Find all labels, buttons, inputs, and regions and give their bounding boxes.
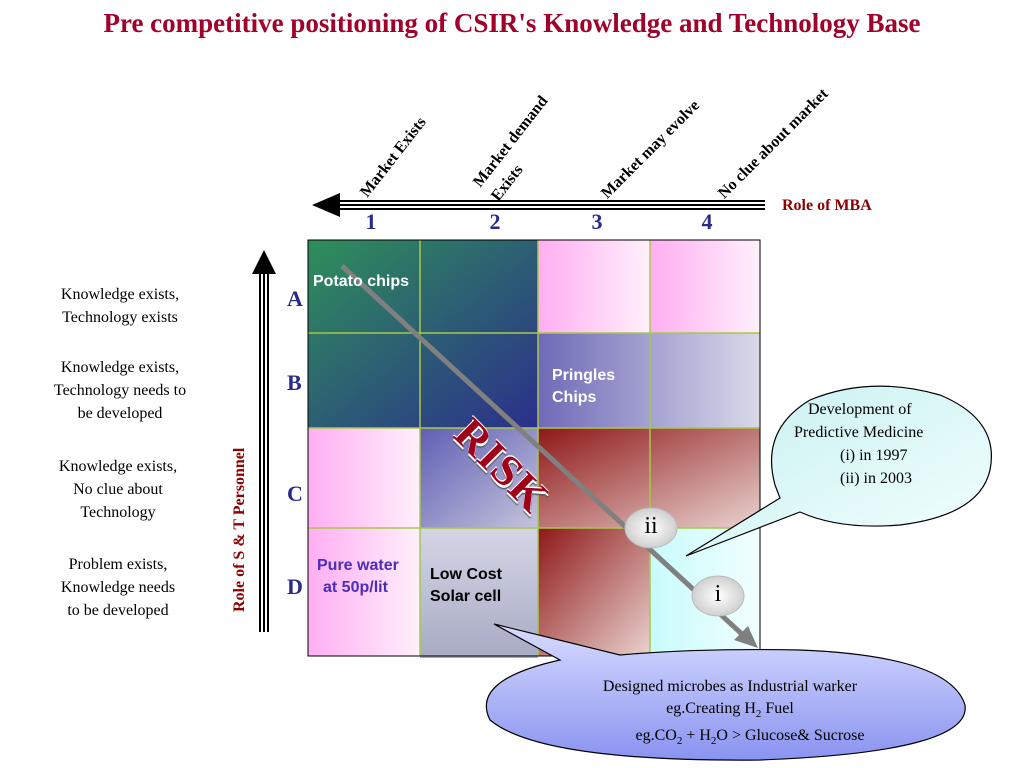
badge-ii: ii [644,513,658,539]
pringles-line-1: Pringles [552,367,616,384]
row-c-line-1: Knowledge exists, [58,458,178,475]
badge-i-shape [691,575,745,617]
row-description-c: Knowledge exists, No clue about Technolo… [18,455,218,524]
grid [307,239,761,658]
row-b-line-1: Knowledge exists, [60,359,180,376]
axis-y-label: Role of S & T Personnel [231,447,248,612]
row-c-line-3: Technology [80,504,156,521]
dev-line-3: (i) in 1997 [840,447,908,464]
row-d-line-2: Knowledge needs [60,579,176,596]
col-number-2: 2 [489,209,501,234]
cell-c2 [420,428,538,528]
microbes-text: Designed microbes as Industrial warker e… [540,676,920,752]
row-letter-c: C [287,481,303,506]
row-d-line-3: to be developed [67,602,169,619]
microbes-line-2-sub: 2 [755,708,762,721]
risk-arrow [340,264,758,648]
cell-a3 [538,240,650,333]
grid-border [307,239,761,657]
badge-ii-shape [624,507,678,549]
dev-line-4: (ii) in 2003 [840,470,912,487]
microbes-line-2-a: eg.Creating H [666,700,756,717]
solar-line-2: Solar cell [430,588,502,605]
solar-line-1: Low Cost [430,566,502,583]
row-description-d: Problem exists, Knowledge needs to be de… [18,553,218,622]
microbes-line-2-b: Fuel [761,700,794,717]
cell-label-pringles: Pringles Chips [552,365,615,409]
cell-label-pure-water: Pure water at 50p/lit [317,555,427,599]
predictive-medicine-text: Development of Predictive Medicine (i) i… [790,398,960,490]
col-number-4: 4 [701,209,713,234]
row-a-line-1: Knowledge exists, [60,286,180,303]
row-letter-d: D [287,574,303,599]
microbes-line-3-sub2: 2 [710,735,717,748]
col-number-1: 1 [365,209,377,234]
page-title: Pre competitive positioning of CSIR's Kn… [103,8,921,38]
microbes-line-3-c: O > Glucose& Sucrose [716,727,865,745]
microbes-line-3-b: + H [682,727,711,745]
microbes-line-3: eg.CO2 + H2O > Glucose& Sucrose [540,725,920,752]
callout-microbes [485,623,966,761]
cell-label-solar-cell: Low Cost Solar cell [430,564,502,608]
mba-arrow [312,193,765,217]
cell-b3-b4 [538,333,760,428]
row-c-line-2: No clue about [73,481,163,498]
microbes-line-1: Designed microbes as Industrial warker [602,678,858,695]
row-description-b: Knowledge exists, Technology needs to be… [20,356,220,425]
row-description-a: Knowledge exists, Technology exists [20,283,220,329]
dev-line-1: Development of [808,401,912,418]
badge-i: i [714,581,722,607]
row-d-line-1: Problem exists, [68,556,168,573]
cell-label-potato-chips: Potato chips [313,273,410,290]
pure-water-line-2: at 50p/lit [323,579,388,596]
row-letter-a: A [287,286,303,311]
microbes-line-2: eg.Creating H2 Fuel [540,698,920,725]
microbes-line-3-sub1: 2 [676,735,683,748]
cell-a4 [650,240,760,333]
st-arrow [252,250,276,632]
row-letter-b: B [287,370,302,395]
dev-line-2: Predictive Medicine [794,424,924,441]
row-a-line-2: Technology exists [62,309,178,326]
pure-water-line-1: Pure water [317,557,399,574]
pringles-line-2: Chips [552,389,597,406]
axis-x-label: Role of MBA [782,197,872,214]
cell-c1 [308,428,420,528]
row-b-line-3: be developed [77,405,163,422]
row-b-line-2: Technology needs to [53,382,187,399]
microbes-line-3-a: eg.CO [635,727,677,745]
callout-predictive-medicine [685,385,992,557]
cell-d1 [308,528,420,656]
col-number-3: 3 [591,209,603,234]
cell-d3 [538,528,650,656]
